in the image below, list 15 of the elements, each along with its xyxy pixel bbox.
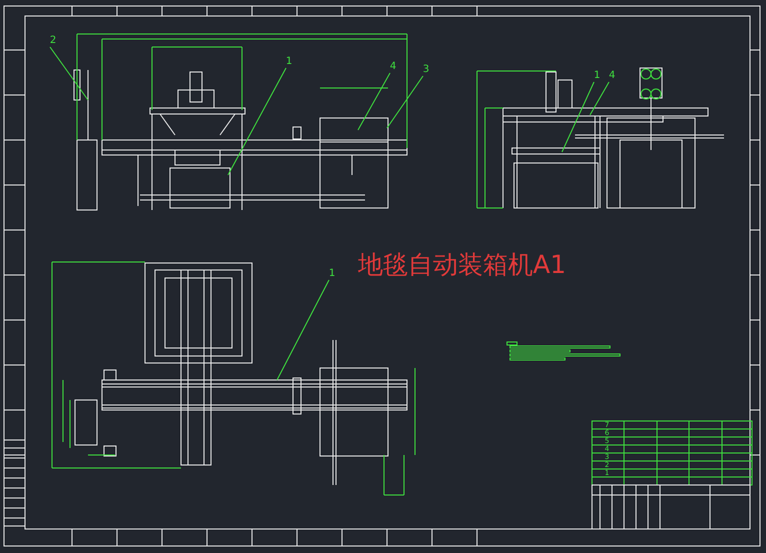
callout-number: 1 (327, 268, 337, 280)
callout-number: 1 (592, 70, 602, 82)
callout-number: 3 (421, 64, 431, 76)
leader-line (50, 46, 88, 100)
leader-line (276, 280, 330, 380)
callout-number: 4 (388, 61, 398, 73)
leader-line (562, 82, 594, 152)
leader-line (358, 72, 390, 130)
callout-number: 2 (48, 35, 58, 47)
leader-line (590, 82, 610, 116)
callout-number: 4 (607, 70, 617, 82)
drawing-title: 地毯自动装箱机A1 (358, 250, 566, 280)
callout-number: 1 (284, 56, 294, 68)
leader-line (228, 68, 286, 176)
leader-line (386, 76, 424, 128)
